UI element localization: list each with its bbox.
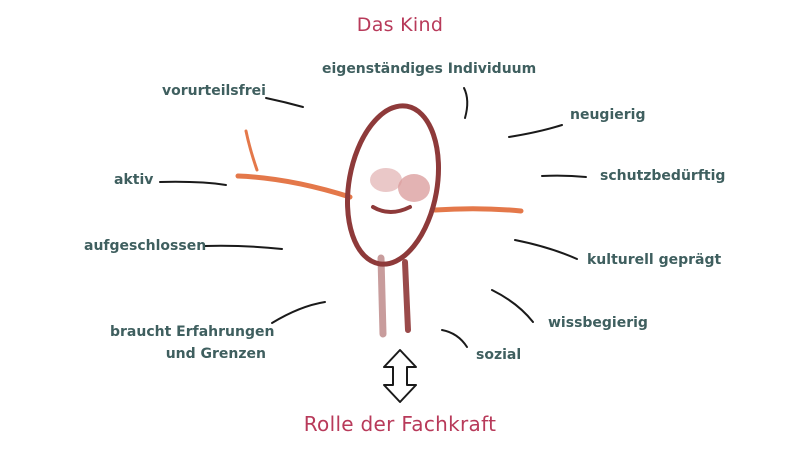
trait-label: wissbegierig: [548, 315, 648, 331]
right-arm: [432, 206, 524, 214]
left-arm-raised: [244, 129, 259, 172]
trait-label: schutzbedürftig: [600, 168, 726, 184]
trait-label: neugierig: [570, 107, 646, 123]
trait-label: aufgeschlossen: [84, 238, 207, 254]
connector-schutzbeduerftig: [541, 174, 587, 178]
connector-kulturell-gepraegt: [514, 239, 578, 260]
trait-label: eigenständiges Individuum: [322, 61, 537, 77]
mouth: [371, 205, 412, 214]
connector-neugierig: [508, 124, 563, 138]
trait-label: vorurteilsfrei: [162, 83, 266, 99]
trait-label: aktiv: [114, 172, 154, 188]
trait-label-line: und Grenzen: [165, 345, 266, 362]
connector-braucht-erfahrungen: [271, 301, 326, 324]
connector-sozial: [441, 329, 468, 348]
connector-aufgeschlossen: [204, 244, 283, 250]
trait-label: sozial: [476, 347, 522, 363]
left-arm: [235, 173, 353, 200]
body-oval: [344, 103, 442, 267]
double-arrow-icon: [383, 349, 417, 403]
child-drawing-icon: [235, 103, 524, 338]
diagram-title: Das Kind: [356, 14, 444, 36]
connector-vorurteilsfrei: [265, 97, 304, 108]
face-blush: [370, 168, 402, 192]
face-blush: [398, 174, 430, 202]
bottom-title: Rolle der Fachkraft: [303, 412, 497, 436]
trait-label-multiline: braucht Erfahrungen und Grenzen: [110, 322, 275, 365]
connector-eigenstaendiges-individuum: [463, 87, 469, 119]
trait-label: kulturell geprägt: [587, 252, 722, 268]
right-leg: [402, 259, 411, 333]
connector-aktiv: [159, 180, 227, 186]
connector-wissbegierig: [491, 289, 534, 323]
trait-label-line: braucht Erfahrungen: [110, 324, 275, 340]
left-leg: [377, 254, 387, 338]
connector-lines: [159, 87, 587, 348]
